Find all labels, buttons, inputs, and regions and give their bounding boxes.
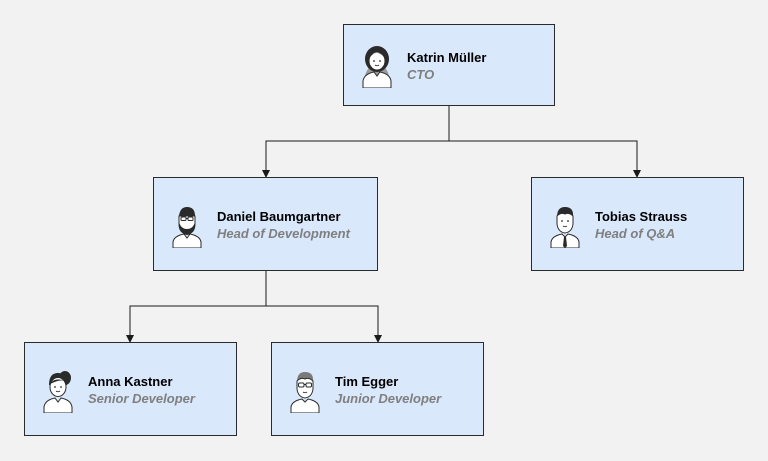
org-node-anna[interactable]: Anna Kastner Senior Developer [24,342,237,436]
connector-katrin-tobias [449,140,641,178]
org-node-tobias[interactable]: Tobias Strauss Head of Q&A [531,177,744,271]
node-name: Tim Egger [335,374,399,389]
node-name: Katrin Müller [407,50,487,65]
org-node-katrin[interactable]: Katrin Müller CTO [343,24,555,106]
org-node-daniel[interactable]: Daniel Baumgartner Head of Development [153,177,378,271]
male-glasses-user-icon [290,372,320,413]
node-role: Head of Development [217,226,350,241]
node-role: CTO [407,67,435,82]
female-user-icon [362,46,392,88]
node-role: Junior Developer [335,391,442,406]
bearded-male-user-icon [172,207,202,248]
connector-daniel-tim [266,305,382,343]
connector-daniel-anna [126,271,267,343]
node-role: Head of Q&A [595,226,676,241]
male-user-tie-icon [550,207,580,248]
node-name: Anna Kastner [88,374,173,389]
node-name: Daniel Baumgartner [217,209,341,224]
connector-katrin-daniel [262,106,450,178]
node-name: Tobias Strauss [595,209,688,224]
node-role: Senior Developer [88,391,195,406]
female-ponytail-user-icon [43,371,73,413]
org-node-tim[interactable]: Tim Egger Junior Developer [271,342,484,436]
